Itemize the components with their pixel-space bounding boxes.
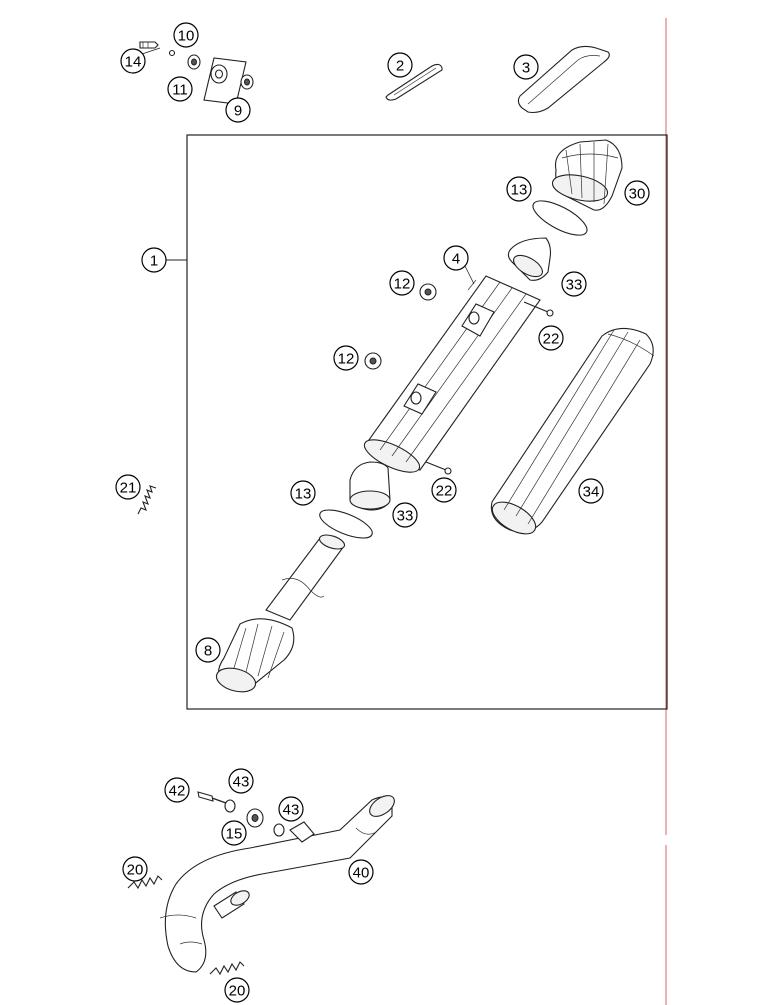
svg-text:33: 33 <box>566 277 583 294</box>
callout-p13-lower: 13 <box>290 480 316 506</box>
svg-text:43: 43 <box>233 774 250 791</box>
svg-text:12: 12 <box>338 351 355 368</box>
washer-part-43-upper <box>224 799 236 813</box>
svg-text:43: 43 <box>283 802 300 819</box>
header-pipe-part-40 <box>159 795 395 973</box>
gasket-part-13-lower <box>319 509 373 539</box>
callout-p9: 9 <box>225 97 251 123</box>
link-pipe-part-8 <box>215 534 346 693</box>
svg-text:8: 8 <box>204 643 212 660</box>
heat-shield-part-3 <box>517 45 610 114</box>
callout-p12-upper: 12 <box>389 270 415 296</box>
svg-text:40: 40 <box>353 865 370 882</box>
svg-text:42: 42 <box>169 783 186 800</box>
callout-p14: 14 <box>120 48 146 74</box>
svg-text:10: 10 <box>178 28 195 45</box>
svg-text:22: 22 <box>436 483 453 500</box>
svg-text:11: 11 <box>172 82 188 99</box>
washer-part-43-lower <box>273 823 285 837</box>
svg-text:13: 13 <box>295 486 312 503</box>
gasket-part-13-upper <box>532 200 588 236</box>
screw-part-22-lower <box>425 461 452 475</box>
callout-p43-upper: 43 <box>228 768 254 794</box>
spring-part-20-lower <box>209 961 245 976</box>
callout-p33-upper: 33 <box>561 271 587 297</box>
silencer-body-part-4 <box>363 275 541 473</box>
svg-text:3: 3 <box>522 60 530 77</box>
mounting-hardware-top <box>139 41 254 105</box>
callout-p12-lower: 12 <box>333 345 359 371</box>
svg-text:20: 20 <box>127 862 144 879</box>
mount-bracket <box>289 821 315 843</box>
svg-text:12: 12 <box>394 276 411 293</box>
spring-part-20-upper <box>127 875 163 890</box>
callout-p22-lower: 22 <box>431 477 457 503</box>
callout-p10: 10 <box>173 22 199 48</box>
grommet-part-12-upper <box>419 283 437 301</box>
callout-p21: 21 <box>115 474 141 500</box>
cone-part-33-upper <box>507 237 552 281</box>
callout-p8: 8 <box>195 637 221 663</box>
outer-sleeve-part-34 <box>490 327 655 535</box>
svg-text:21: 21 <box>120 480 137 497</box>
leader-lines <box>141 47 475 285</box>
callout-p2: 2 <box>387 52 413 78</box>
spring-part-21 <box>137 485 157 515</box>
callout-p13-upper: 13 <box>506 176 532 202</box>
svg-text:30: 30 <box>629 186 646 203</box>
callout-p30: 30 <box>624 180 650 206</box>
callout-p20-upper: 20 <box>122 856 148 882</box>
screw-part-22-upper <box>523 301 554 317</box>
callout-p3: 3 <box>513 54 539 80</box>
svg-text:34: 34 <box>583 484 600 501</box>
svg-text:2: 2 <box>396 58 404 75</box>
callout-p34: 34 <box>578 478 604 504</box>
svg-text:22: 22 <box>543 331 560 348</box>
grommet-part-12-lower <box>364 352 382 370</box>
callout-p33-lower: 33 <box>392 502 418 528</box>
callout-p15: 15 <box>221 820 247 846</box>
callout-p22-upper: 22 <box>538 325 564 351</box>
callout-p11: 11 <box>167 76 193 102</box>
callout-p42: 42 <box>164 777 190 803</box>
svg-text:20: 20 <box>229 983 246 1000</box>
svg-text:1: 1 <box>150 253 158 270</box>
end-cap-part-30 <box>551 139 623 211</box>
svg-text:14: 14 <box>125 54 142 71</box>
callout-p43-lower: 43 <box>278 796 304 822</box>
callout-p40: 40 <box>348 859 374 885</box>
callout-p4: 4 <box>443 245 469 271</box>
svg-text:13: 13 <box>511 182 528 199</box>
cone-part-33-lower <box>349 461 391 511</box>
svg-text:15: 15 <box>226 826 243 843</box>
silencer-assembly-frame <box>186 134 668 710</box>
callout-p1: 1 <box>141 247 167 273</box>
svg-text:9: 9 <box>234 103 242 120</box>
callout-p20-lower: 20 <box>224 977 250 1003</box>
bushing-part-15 <box>246 808 264 828</box>
svg-text:4: 4 <box>452 251 460 268</box>
svg-text:33: 33 <box>397 508 414 525</box>
bolt-part-42 <box>197 791 227 804</box>
